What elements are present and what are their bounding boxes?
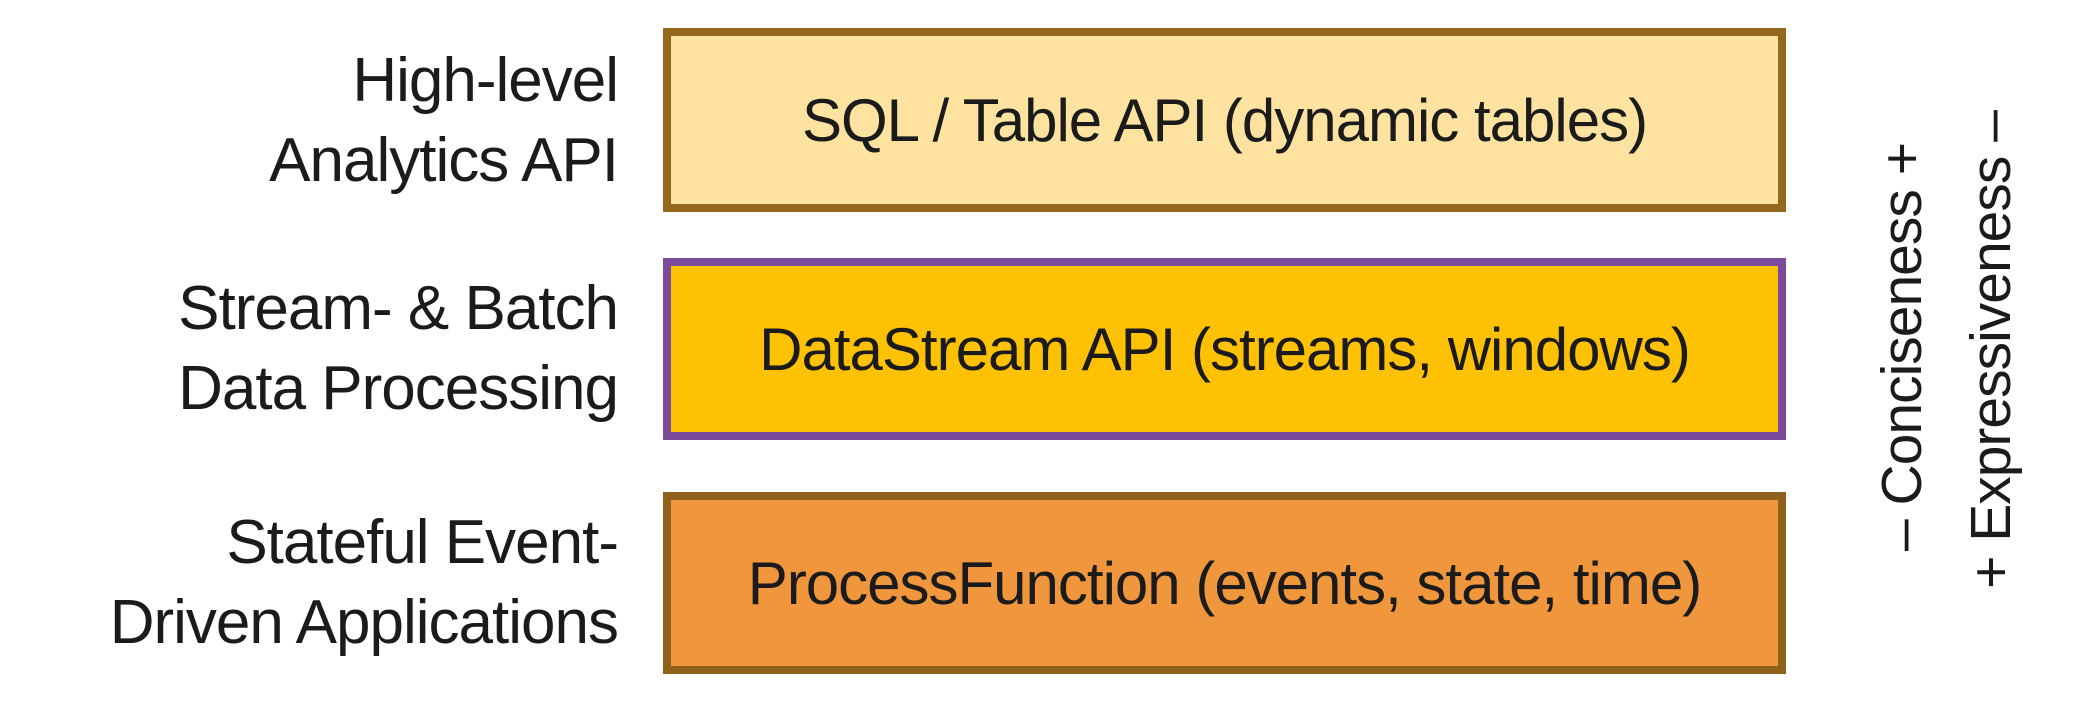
conciseness-axis-label: – Conciseness +	[1870, 143, 1934, 551]
datastream-api-box-label: DataStream API (streams, windows)	[759, 315, 1691, 383]
sql-table-api-box-label: SQL / Table API (dynamic tables)	[801, 86, 1648, 154]
expressiveness-axis-label: + Expressiveness –	[1959, 111, 2023, 589]
row-label-stream-batch-processing: Stream- & Batch Data Processing	[0, 269, 619, 429]
processfunction-box-label: ProcessFunction (events, state, time)	[747, 549, 1702, 617]
row-label-line: Stream- & Batch	[178, 274, 619, 343]
row-label-line: Data Processing	[178, 354, 619, 423]
sql-table-api-box: SQL / Table API (dynamic tables)	[663, 28, 1786, 212]
row-label-line: Analytics API	[269, 126, 619, 195]
datastream-api-box: DataStream API (streams, windows)	[663, 258, 1786, 440]
row-label-stateful-event-driven: Stateful Event- Driven Applications	[0, 503, 619, 663]
row-label-line: High-level	[352, 46, 619, 115]
row-label-line: Driven Applications	[109, 588, 619, 657]
row-label-line: Stateful Event-	[226, 508, 619, 577]
row-label-high-level-analytics: High-level Analytics API	[0, 41, 619, 201]
processfunction-box: ProcessFunction (events, state, time)	[663, 492, 1786, 674]
